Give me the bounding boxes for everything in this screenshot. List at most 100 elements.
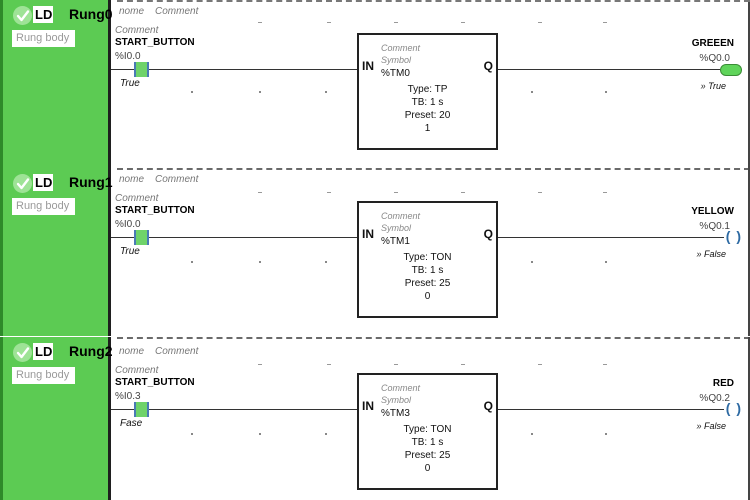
power-rail-right (748, 337, 750, 500)
rung-body-input[interactable]: Rung body (12, 367, 75, 384)
block-params: Type: TON TB: 1 s Preset: 25 0 (359, 423, 496, 475)
rung-body-input[interactable]: Rung body (12, 198, 75, 215)
coil-address[interactable]: %Q0.0 (699, 53, 730, 64)
block-input-pin: IN (362, 399, 374, 413)
grid-tick (603, 192, 607, 193)
top-divider (117, 0, 750, 2)
block-symbol[interactable]: Symbol (381, 395, 412, 405)
contact-no[interactable] (134, 62, 149, 77)
coil-address[interactable]: %Q0.1 (699, 221, 730, 232)
coil-state: » False (696, 249, 726, 259)
contact-state: True (120, 246, 140, 257)
block-symbol[interactable]: Symbol (381, 223, 412, 233)
block-comment[interactable]: Comment (381, 383, 421, 393)
timer-block[interactable]: IN Q Comment Symbol %TM0 Type: TP TB: 1 … (357, 33, 498, 150)
rung-name[interactable]: Rung1 (69, 174, 113, 190)
language-tag: LD (33, 174, 53, 191)
grid-dot (531, 91, 533, 93)
grid-dot (259, 91, 261, 93)
rung-comment[interactable]: Comment (155, 6, 199, 17)
coil-energized[interactable] (720, 64, 742, 76)
block-comment[interactable]: Comment (381, 211, 421, 221)
grid-tick (538, 192, 542, 193)
rung-comment[interactable]: Comment (155, 346, 199, 357)
rung-comment[interactable]: Comment (155, 174, 199, 185)
block-type: Type: TON (403, 424, 452, 435)
grid-tick (327, 364, 331, 365)
rung-body-input[interactable]: Rung body (12, 30, 75, 47)
block-type: Type: TP (407, 84, 448, 95)
coil-symbol[interactable]: GREEEN (691, 38, 734, 49)
grid-dot (191, 433, 193, 435)
block-symbol[interactable]: Symbol (381, 55, 412, 65)
rung-canvas[interactable]: nome Comment Comment START_BUTTON %I0.3 … (111, 337, 750, 500)
contact-no[interactable] (134, 230, 149, 245)
contact-address[interactable]: %I0.0 (115, 219, 141, 230)
block-address[interactable]: %TM1 (381, 236, 410, 247)
block-input-pin: IN (362, 59, 374, 73)
grid-tick (327, 22, 331, 23)
block-output-pin: Q (483, 227, 493, 241)
contact-symbol[interactable]: START_BUTTON (115, 377, 195, 388)
coil-deenergized[interactable]: ( ) (725, 400, 742, 416)
block-value: 0 (424, 463, 431, 474)
contact-no[interactable] (134, 402, 149, 417)
rung-label[interactable]: nome (119, 346, 145, 357)
wire (111, 69, 357, 70)
coil-address[interactable]: %Q0.2 (699, 393, 730, 404)
coil-symbol[interactable]: YELLOW (691, 206, 734, 217)
timer-block[interactable]: IN Q Comment Symbol %TM1 Type: TON TB: 1… (357, 201, 498, 318)
contact-symbol[interactable]: START_BUTTON (115, 205, 195, 216)
wire (498, 237, 724, 238)
rung-canvas[interactable]: nome Comment Comment START_BUTTON %I0.0 … (111, 168, 750, 336)
grid-dot (605, 91, 607, 93)
rung-1[interactable]: LD Rung1 Rung body nome Comment Comment … (0, 168, 750, 336)
rung-name[interactable]: Rung0 (69, 6, 113, 22)
rung-header-panel[interactable]: LD Rung1 Rung body (0, 168, 113, 336)
rung-header-panel[interactable]: LD Rung0 Rung body (0, 0, 113, 168)
grid-dot (259, 261, 261, 263)
grid-tick (461, 22, 465, 23)
grid-tick (461, 364, 465, 365)
grid-tick (258, 192, 262, 193)
rung-0[interactable]: LD Rung0 Rung body nome Comment Comment … (0, 0, 750, 168)
rung-divider (117, 337, 750, 339)
rung-header-panel[interactable]: LD Rung2 Rung body (0, 337, 113, 500)
block-preset: Preset: 20 (404, 110, 451, 121)
contact-symbol[interactable]: START_BUTTON (115, 37, 195, 48)
grid-tick (258, 364, 262, 365)
power-rail-right (748, 168, 750, 336)
timer-block[interactable]: IN Q Comment Symbol %TM3 Type: TON TB: 1… (357, 373, 498, 490)
contact-address[interactable]: %I0.3 (115, 391, 141, 402)
coil-deenergized[interactable]: ( ) (725, 228, 742, 244)
grid-dot (191, 91, 193, 93)
block-address[interactable]: %TM0 (381, 68, 410, 79)
grid-tick (461, 192, 465, 193)
contact-state: True (120, 78, 140, 89)
coil-symbol[interactable]: RED (712, 378, 734, 389)
block-params: Type: TP TB: 1 s Preset: 20 1 (359, 83, 496, 135)
contact-comment[interactable]: Comment (115, 365, 159, 376)
rung-2[interactable]: LD Rung2 Rung body nome Comment Comment … (0, 337, 750, 500)
contact-state: Fase (120, 418, 143, 429)
wire (498, 69, 720, 70)
contact-address[interactable]: %I0.0 (115, 51, 141, 62)
rung-canvas[interactable]: nome Comment Comment START_BUTTON %I0.0 … (111, 0, 750, 168)
contact-comment[interactable]: Comment (115, 25, 159, 36)
rung-label[interactable]: nome (119, 174, 145, 185)
rung-name[interactable]: Rung2 (69, 343, 113, 359)
power-rail-right (748, 0, 750, 168)
grid-tick (327, 192, 331, 193)
block-comment[interactable]: Comment (381, 43, 421, 53)
block-timebase: TB: 1 s (411, 97, 444, 108)
rung-label[interactable]: nome (119, 6, 145, 17)
rung-header: LD Rung0 (11, 5, 113, 25)
grid-tick (394, 22, 398, 23)
language-tag: LD (33, 343, 53, 360)
block-address[interactable]: %TM3 (381, 408, 410, 419)
contact-comment[interactable]: Comment (115, 193, 159, 204)
block-preset: Preset: 25 (404, 450, 451, 461)
block-timebase: TB: 1 s (411, 437, 444, 448)
check-icon (13, 174, 32, 193)
grid-dot (605, 261, 607, 263)
